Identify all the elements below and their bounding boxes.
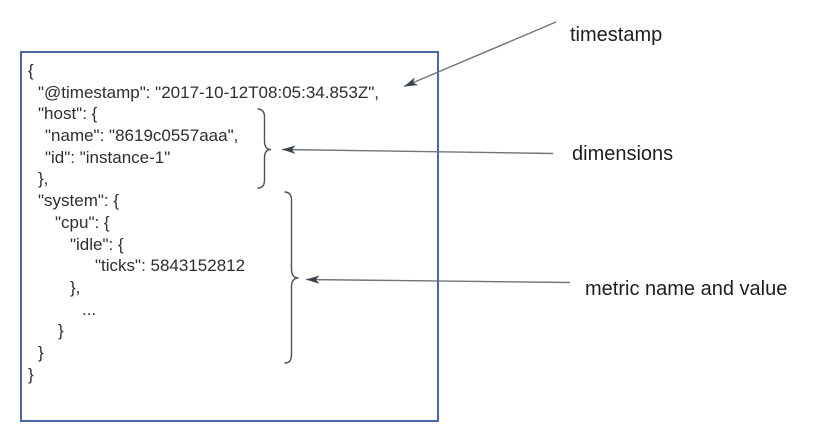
code-line: "cpu": { (55, 212, 110, 232)
code-line: "host": { (38, 104, 98, 124)
code-line: "@timestamp": "2017-10-12T08:05:34.853Z"… (38, 82, 379, 102)
code-line: }, (70, 277, 81, 297)
code-line: "system": { (38, 191, 120, 211)
code-line: { (28, 61, 34, 80)
json-code: {"@timestamp": "2017-10-12T08:05:34.853Z… (28, 60, 379, 385)
code-line: }, (38, 169, 49, 189)
code-line: "id": "instance-1" (45, 147, 171, 167)
code-line: } (58, 321, 64, 341)
code-line: } (28, 364, 34, 384)
code-line: "idle": { (70, 234, 124, 254)
code-line: ... (82, 299, 97, 319)
code-line: } (38, 342, 44, 362)
annotation-label-dimensions: dimensions (572, 143, 674, 165)
annotation-label-timestamp: timestamp (570, 24, 663, 46)
annotation-label-metric-name-and-value: metric name and value (585, 278, 788, 300)
code-line: "ticks": 5843152812 (95, 256, 246, 276)
code-line: "name": "8619c0557aaa", (45, 126, 239, 146)
document-json-box (20, 51, 439, 422)
